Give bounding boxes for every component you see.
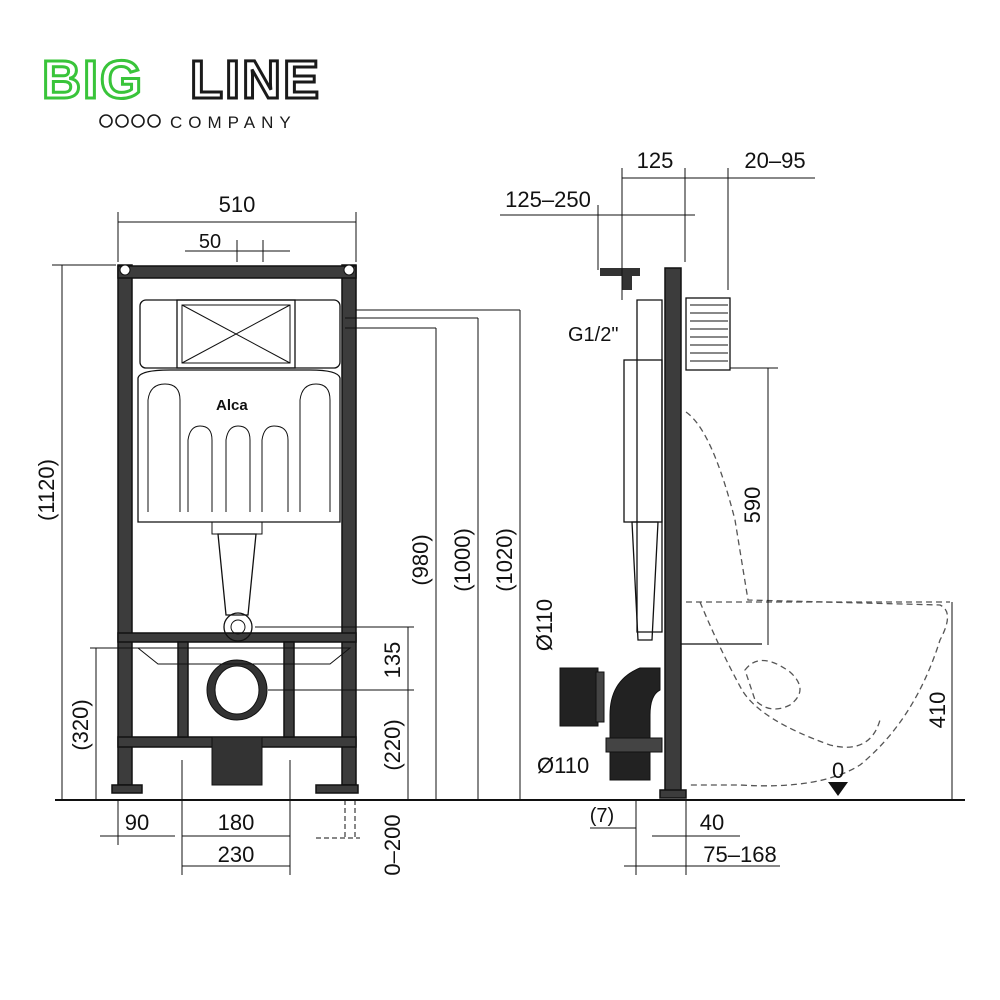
zero-level-label: 0 [832, 758, 844, 783]
dim-height-135: 135 [380, 642, 405, 679]
dim-depth-125: 125 [637, 148, 674, 173]
dim-height-220: (220) [380, 719, 405, 770]
dim-height-590: 590 [740, 487, 765, 524]
dim-width-510: 510 [219, 192, 256, 217]
dim-height-1000: (1000) [450, 528, 475, 592]
dim-width-230: 230 [218, 842, 255, 867]
side-frame [559, 267, 762, 799]
front-brand-label: Alca [216, 397, 248, 414]
pipe-diameter-bottom: Ø110 [537, 753, 589, 778]
water-inlet-label: G1/2" [568, 324, 618, 346]
dim-height-1020: (1020) [492, 528, 517, 592]
front-cistern [136, 299, 352, 786]
side-dimension-lines [500, 168, 953, 875]
dim-gap-7: (7) [590, 805, 614, 827]
dim-depth-125-250: 125–250 [505, 187, 591, 212]
pipe-diameter-top: Ø110 [532, 599, 557, 651]
dim-adjust-0-200: 0–200 [380, 814, 405, 875]
front-frame [111, 264, 359, 794]
dim-height-1120: (1120) [34, 459, 59, 521]
logo-brand-left: BIG [42, 50, 144, 110]
front-dimension-lines [52, 212, 521, 875]
dim-depth-20-95: 20–95 [744, 148, 805, 173]
dim-height-320: (320) [68, 699, 93, 750]
zero-level-marker [828, 782, 848, 796]
dim-width-90: 90 [125, 810, 149, 835]
dim-height-980: (980) [408, 534, 433, 585]
logo-brand-right: LINE [190, 50, 321, 110]
toilet-outline [685, 411, 950, 787]
logo-circles [99, 114, 161, 128]
dim-height-410: 410 [925, 692, 950, 729]
dim-range-75-168: 75–168 [703, 842, 776, 867]
logo-tagline: COMPANY [170, 113, 297, 132]
dim-width-180: 180 [218, 810, 255, 835]
bigline-logo: BIG LINE COMPANY [41, 50, 321, 132]
dim-offset-50: 50 [199, 231, 221, 253]
dim-offset-40: 40 [700, 810, 724, 835]
